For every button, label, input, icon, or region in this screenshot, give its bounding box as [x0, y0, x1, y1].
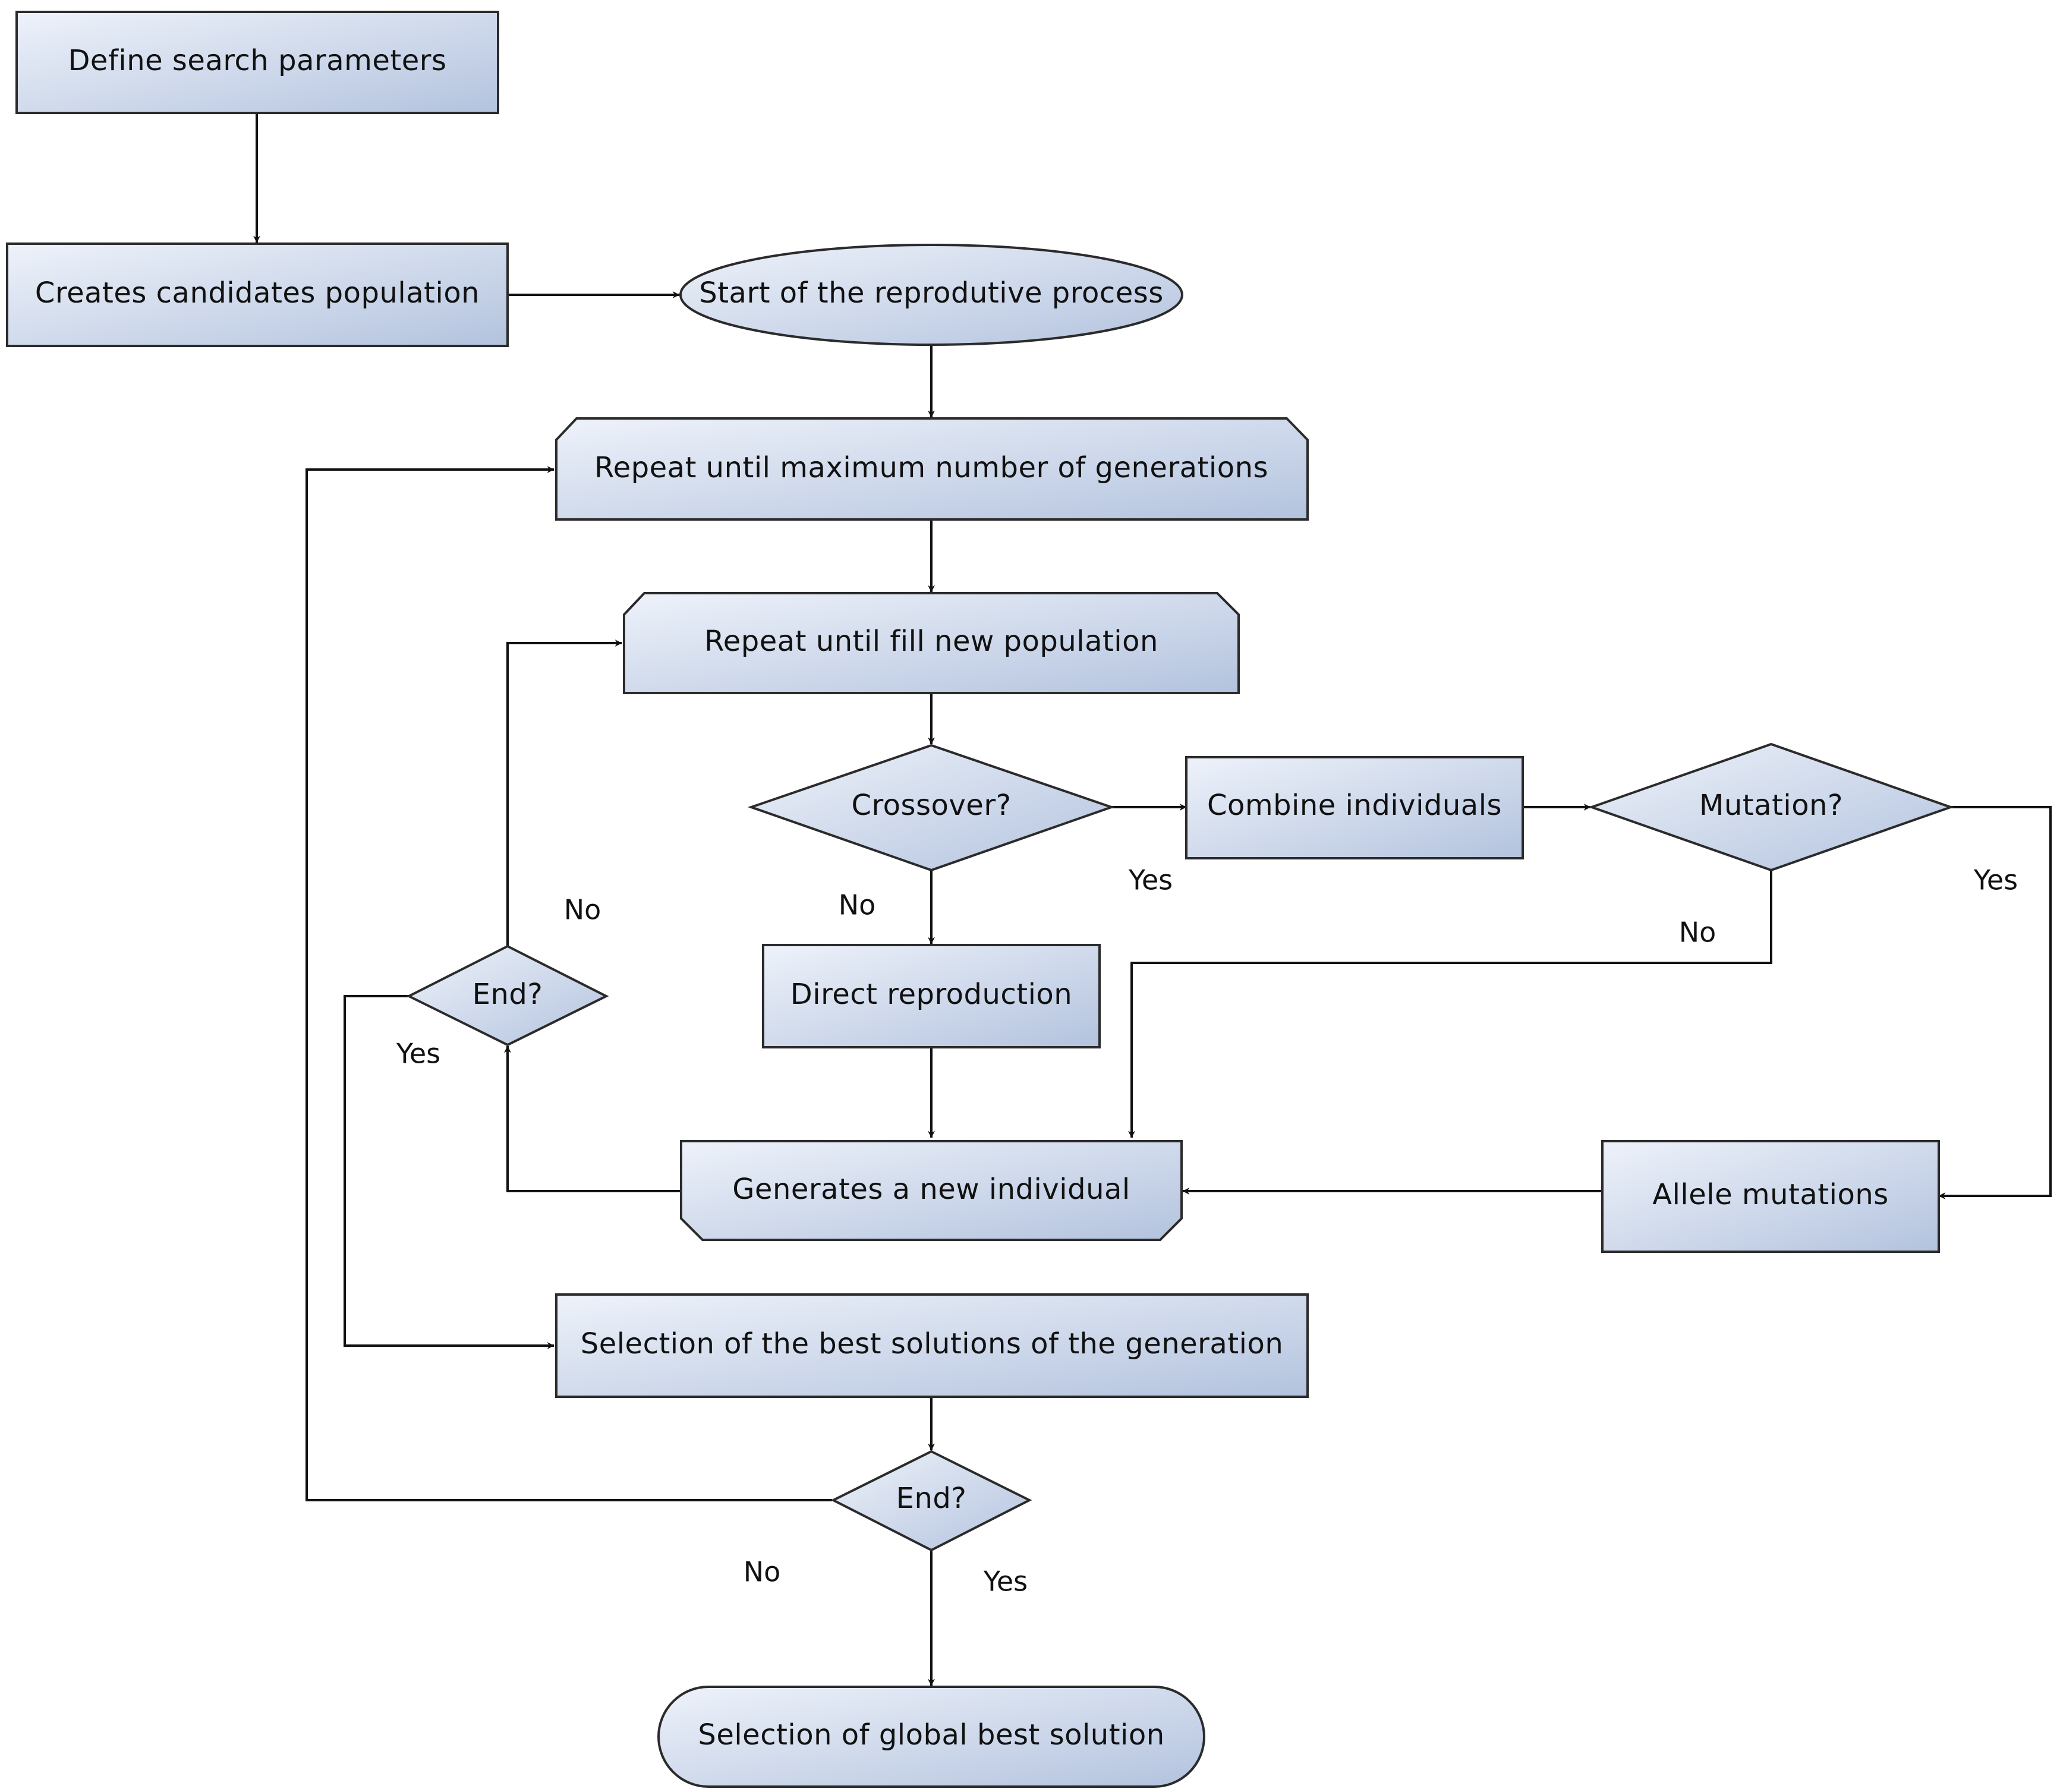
- node-end-outer-label: End?: [896, 1482, 967, 1515]
- nodes: Define search parameters Creates candida…: [6, 11, 1955, 1788]
- node-global-best-label: Selection of global best solution: [698, 1718, 1164, 1752]
- node-create-population-shape: [6, 242, 509, 347]
- node-end-outer-shape: [830, 1450, 1032, 1552]
- edge-end-outer-no-to-repeat-generations: [305, 466, 832, 1501]
- node-direct-reproduction-label: Direct reproduction: [790, 978, 1072, 1011]
- label-crossover-yes: Yes: [1128, 864, 1173, 896]
- label-end-outer-no: No: [744, 1556, 781, 1588]
- node-repeat-fill-shape: [623, 592, 1240, 694]
- label-mutation-yes: Yes: [1973, 864, 2018, 896]
- node-mutation-label: Mutation?: [1699, 789, 1843, 822]
- edge-end-inner-no-to-repeat-fill: [506, 640, 622, 946]
- node-generates-new-shape: [680, 1140, 1183, 1241]
- node-direct-reproduction-shape: [762, 944, 1101, 1048]
- node-crossover-shape: [747, 744, 1116, 872]
- node-repeat-generations-label: Repeat until maximum number of generatio…: [594, 451, 1268, 484]
- node-end-inner-shape: [406, 944, 609, 1047]
- label-end-inner-yes: Yes: [396, 1038, 440, 1070]
- label-crossover-no: No: [839, 889, 876, 921]
- node-crossover-label: Crossover?: [851, 789, 1011, 822]
- edge-mutation-no-to-generates: [1128, 870, 1772, 1138]
- node-generates-new-label: Generates a new individual: [732, 1173, 1130, 1206]
- label-end-outer-yes: Yes: [983, 1566, 1028, 1598]
- edge-mutation-yes-to-allele: [1938, 806, 2052, 1199]
- node-mutation-shape: [1587, 742, 1955, 872]
- node-combine-shape: [1185, 756, 1524, 859]
- node-end-inner-label: End?: [473, 978, 543, 1011]
- node-combine-label: Combine individuals: [1207, 789, 1502, 822]
- edges: [253, 113, 2052, 1686]
- node-allele-mutations-label: Allele mutations: [1652, 1178, 1889, 1211]
- edge-end-inner-yes-to-selection: [344, 995, 555, 1349]
- node-global-best-shape: [657, 1686, 1205, 1788]
- node-repeat-generations-shape: [555, 417, 1309, 521]
- node-repeat-fill-label: Repeat until fill new population: [704, 625, 1158, 658]
- label-mutation-no: No: [1679, 917, 1716, 949]
- node-define-params-shape: [15, 11, 499, 114]
- node-start-reproductive-label: Start of the reprodutive process: [699, 276, 1164, 310]
- node-allele-mutations-shape: [1601, 1140, 1940, 1253]
- node-create-population-label: Creates candidates population: [35, 276, 480, 310]
- edge-generates-to-end-inner: [504, 1045, 681, 1192]
- node-selection-generation-label: Selection of the best solutions of the g…: [581, 1327, 1284, 1360]
- node-selection-generation-shape: [555, 1293, 1309, 1398]
- node-start-reproductive-shape: [679, 244, 1183, 346]
- edge-labels: Yes No No Yes No Yes No Yes: [396, 864, 2018, 1598]
- node-define-params-label: Define search parameters: [68, 44, 446, 77]
- label-end-inner-no: No: [564, 894, 601, 926]
